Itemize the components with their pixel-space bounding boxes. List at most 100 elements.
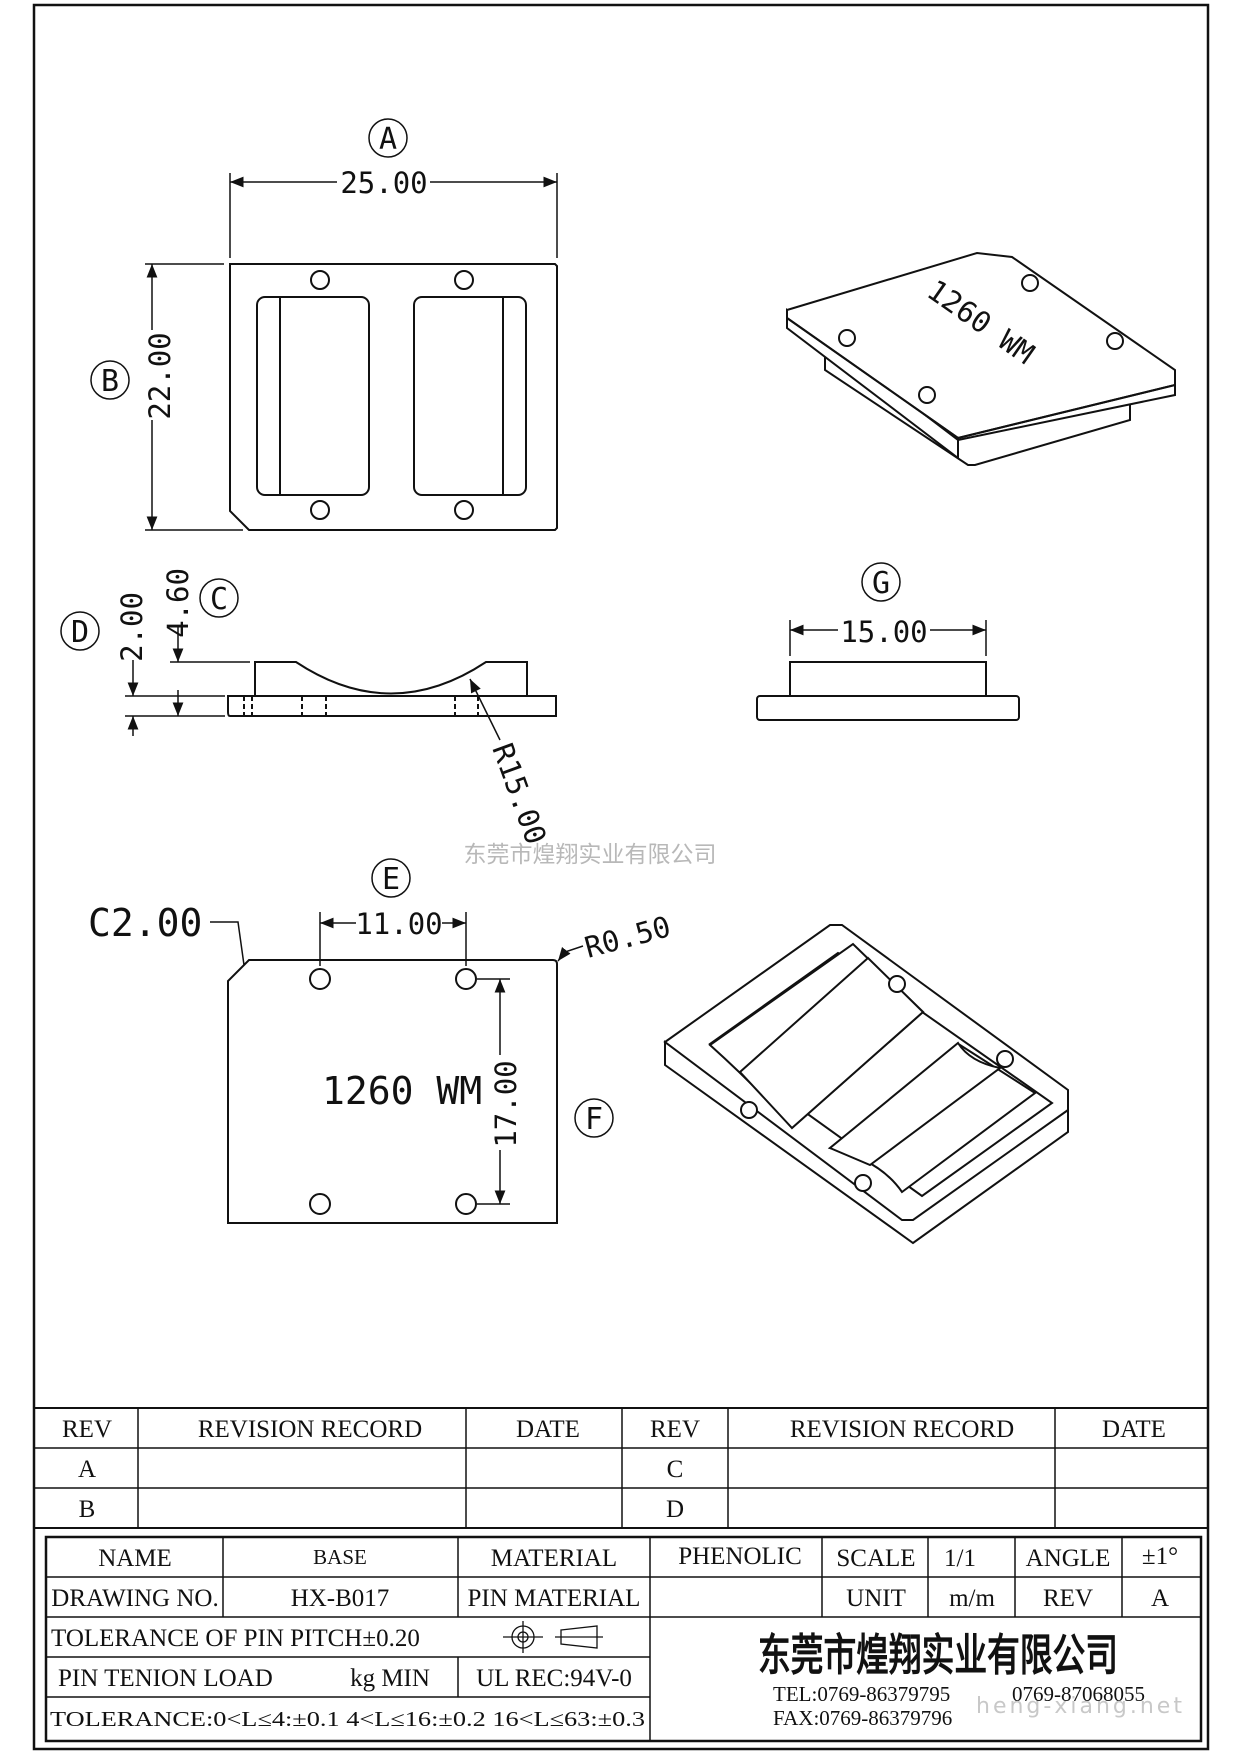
- scale-value: 1/1: [944, 1545, 976, 1572]
- top-height-dim: 22.00: [143, 332, 177, 419]
- top-pin-hole: [310, 270, 330, 290]
- rev-row-b: B: [79, 1496, 96, 1523]
- label-a-circle: [368, 118, 408, 158]
- title-block: [44, 1535, 1203, 1743]
- material-value: PHENOLIC: [678, 1543, 802, 1570]
- bottom-pitch-x: 11.00: [355, 907, 442, 941]
- label-g-circle: [861, 562, 901, 602]
- rev-row-d: D: [666, 1496, 684, 1523]
- label-b: B: [101, 364, 119, 399]
- label-d-circle: [60, 611, 100, 651]
- label-c-circle: [199, 578, 239, 618]
- iso-top-view: [786, 251, 1176, 466]
- iso-bottom-view: [663, 924, 1069, 1245]
- label-g: G: [872, 566, 890, 601]
- unit-label: UNIT: [846, 1585, 906, 1612]
- top-view-dimensions: [90, 118, 558, 531]
- top-pin-hole: [310, 500, 330, 520]
- rev-header-2: REV: [650, 1416, 700, 1443]
- iso-pin-hole: [1021, 274, 1039, 292]
- iso-pin-hole: [918, 386, 936, 404]
- iso-bottom-pin-hole: [854, 1174, 872, 1192]
- side-view: [227, 661, 557, 717]
- top-width-dim: 25.00: [340, 166, 427, 200]
- end-view: [756, 661, 1020, 721]
- company-name: 东莞市煌翔实业有限公司: [758, 1630, 1118, 1681]
- label-f-circle: [574, 1098, 614, 1138]
- watermark-corner: heng-xiang.net: [976, 1694, 1185, 1719]
- side-dim-d: 2.00: [115, 592, 149, 662]
- side-radius: R15.00: [485, 739, 553, 849]
- unit-value: m/m: [949, 1585, 995, 1612]
- bottom-pin-hole: [309, 1193, 331, 1215]
- projection-symbol: [503, 1621, 603, 1653]
- bottom-chamfer: C2.00: [88, 901, 202, 945]
- end-width-dim: 15.00: [840, 615, 927, 649]
- side-view-base: [227, 695, 557, 717]
- angle-label: ANGLE: [1026, 1545, 1111, 1572]
- rev-row-c: C: [667, 1456, 684, 1483]
- end-view-body: [789, 661, 987, 696]
- label-f: F: [585, 1102, 603, 1137]
- revision-record-header: REVISION RECORD: [198, 1416, 422, 1443]
- material-label: MATERIAL: [491, 1545, 617, 1572]
- ul-rec: UL REC:94V-0: [476, 1665, 632, 1692]
- bottom-pitch-y: 17.00: [489, 1060, 523, 1147]
- end-view-dimensions: [789, 562, 987, 656]
- side-dim-c: 4.60: [161, 568, 195, 638]
- label-e: E: [382, 862, 400, 897]
- pin-tension-label: PIN TENION LOAD: [58, 1665, 273, 1692]
- bottom-view: [227, 959, 558, 1224]
- name-label: NAME: [98, 1545, 172, 1572]
- pin-tension-unit: kg MIN: [350, 1665, 430, 1692]
- label-a: A: [379, 122, 397, 157]
- company-tel: TEL:0769-86379795: [773, 1682, 950, 1706]
- top-view: [229, 263, 558, 531]
- rev-header: REV: [62, 1416, 112, 1443]
- scale-label: SCALE: [836, 1545, 915, 1572]
- label-b-circle: [90, 360, 130, 400]
- rev-value: A: [1151, 1585, 1169, 1612]
- bottom-marking: 1260 WM: [322, 1069, 482, 1113]
- bottom-view-dimensions: [210, 858, 614, 1205]
- date-header: DATE: [516, 1416, 580, 1443]
- tolerance-line: TOLERANCE:0<L≤4:±0.1 4<L≤16:±0.2 16<L≤63…: [50, 1707, 645, 1731]
- iso-bottom-pin-hole: [740, 1101, 758, 1119]
- sheet-border: [32, 3, 1210, 1751]
- bottom-corner-radius: R0.50: [581, 909, 674, 964]
- iso-pin-hole: [1106, 332, 1124, 350]
- iso-bottom-pin-hole: [888, 975, 906, 993]
- rev-row-a: A: [78, 1456, 96, 1483]
- iso-pin-hole: [838, 329, 856, 347]
- date-header-2: DATE: [1102, 1416, 1166, 1443]
- watermark-center: 东莞市煌翔实业有限公司: [464, 842, 717, 868]
- bottom-pin-hole: [309, 968, 331, 990]
- company-tel-2: 0769-87068055: [1012, 1682, 1145, 1706]
- top-view-window-left: [256, 296, 370, 496]
- top-pin-hole: [454, 270, 474, 290]
- iso-bottom-pin-hole: [996, 1050, 1014, 1068]
- bottom-pin-hole: [455, 968, 477, 990]
- label-d: D: [71, 615, 89, 650]
- name-value: BASE: [313, 1545, 367, 1569]
- top-view-window-right: [413, 296, 527, 496]
- drawing-no-label: DRAWING NO.: [51, 1585, 218, 1612]
- tolerance-pitch: TOLERANCE OF PIN PITCH±0.20: [51, 1625, 420, 1652]
- angle-value: ±1°: [1142, 1543, 1178, 1570]
- drawing-no-value: HX-B017: [291, 1585, 390, 1612]
- label-c: C: [210, 582, 228, 617]
- end-view-base: [756, 695, 1020, 721]
- revision-record-header-2: REVISION RECORD: [790, 1416, 1014, 1443]
- top-view-outline: [229, 263, 558, 531]
- bottom-pin-hole: [455, 1193, 477, 1215]
- label-e-circle: [371, 858, 411, 898]
- rev-label: REV: [1043, 1585, 1093, 1612]
- side-view-dimensions: [60, 578, 501, 741]
- company-fax: FAX:0769-86379796: [773, 1706, 952, 1730]
- top-pin-hole: [454, 500, 474, 520]
- pin-material-label: PIN MATERIAL: [468, 1585, 641, 1612]
- bottom-view-outline: [227, 959, 558, 1224]
- revision-table: [34, 1407, 1208, 1529]
- side-view-body: [254, 661, 528, 696]
